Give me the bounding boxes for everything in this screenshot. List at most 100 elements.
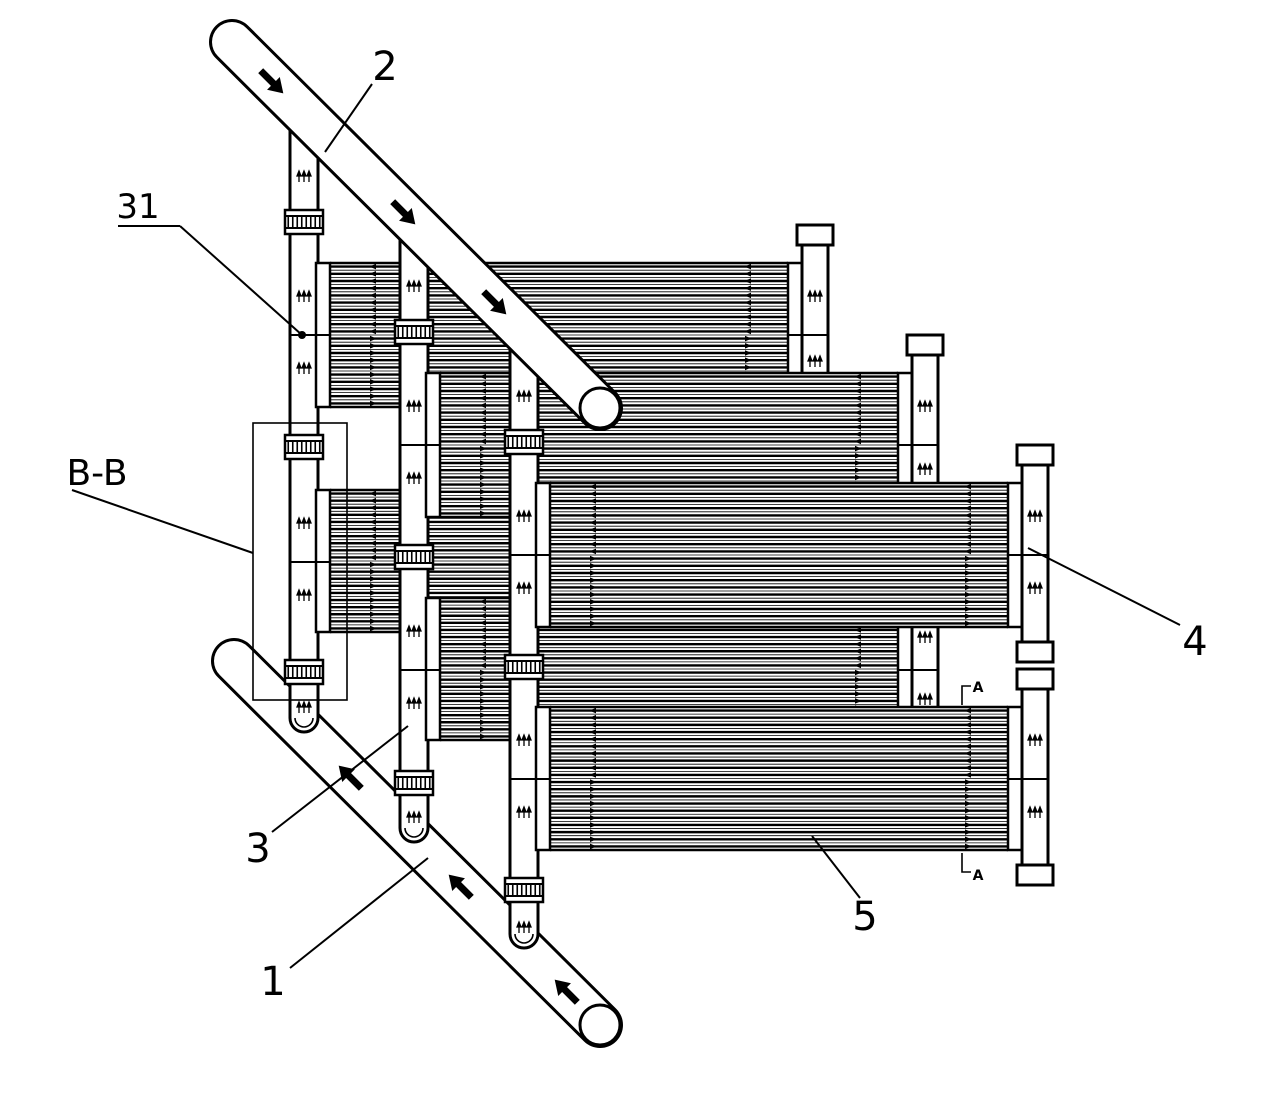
triple-up-arrow-icon bbox=[406, 696, 422, 709]
coupling-ribs bbox=[287, 441, 321, 453]
leader-line-2 bbox=[324, 83, 373, 153]
inlet-pipe-end-opening bbox=[578, 1003, 622, 1047]
heat-exchange-tube-walls bbox=[550, 489, 1008, 621]
column-body bbox=[508, 340, 540, 950]
label-1: 1 bbox=[260, 959, 285, 1005]
coupling-body bbox=[393, 769, 435, 797]
leader-line-5 bbox=[811, 835, 861, 899]
section-mark-bottom-label: A bbox=[973, 868, 984, 884]
leader-line-1 bbox=[289, 857, 429, 969]
heat-exchange-tube-walls bbox=[550, 713, 1008, 844]
section-mark-top-bracket bbox=[961, 685, 971, 705]
triple-up-arrow-icon bbox=[917, 399, 933, 412]
coupling-ribs bbox=[397, 777, 431, 789]
triple-up-arrow-icon bbox=[1027, 733, 1043, 746]
coupling-body bbox=[503, 428, 545, 456]
header-end-cap bbox=[1015, 667, 1055, 691]
outer-header-tube bbox=[1020, 463, 1050, 644]
section-mark-top-label: A bbox=[973, 680, 984, 696]
coupling-body bbox=[283, 433, 325, 461]
triple-up-arrow-icon bbox=[296, 588, 312, 601]
outlet-pipe-end-opening bbox=[578, 386, 622, 430]
triple-up-arrow-icon bbox=[1027, 509, 1043, 522]
pipe-coupling bbox=[283, 433, 325, 461]
header-end-cap bbox=[795, 223, 835, 247]
leader-line-31 bbox=[179, 225, 303, 336]
heat-exchange-tubes bbox=[550, 709, 1008, 848]
pipe-coupling bbox=[393, 543, 435, 571]
pipe-coupling bbox=[393, 318, 435, 346]
coupling-ribs bbox=[507, 661, 541, 673]
header-column-2 bbox=[393, 230, 435, 844]
column-end-cap bbox=[514, 933, 534, 944]
triple-up-arrow-icon bbox=[516, 805, 532, 818]
flow-direction-arrow-icon bbox=[448, 874, 474, 900]
section-b-b-frame bbox=[252, 422, 348, 701]
triple-up-arrow-icon bbox=[516, 920, 532, 933]
outlet-pipe-bore bbox=[212, 22, 620, 428]
pipe-coupling bbox=[393, 769, 435, 797]
plate-module-5 bbox=[510, 443, 1055, 664]
label-4: 4 bbox=[1182, 619, 1207, 665]
triple-up-arrow-icon bbox=[516, 389, 532, 402]
heat-exchange-tubes bbox=[550, 485, 1008, 625]
triple-up-arrow-icon bbox=[807, 354, 823, 367]
triple-up-arrow-icon bbox=[296, 361, 312, 374]
triple-up-arrow-icon bbox=[917, 462, 933, 475]
coupling-ribs bbox=[507, 884, 541, 896]
pipe-coupling bbox=[283, 658, 325, 686]
module-edge bbox=[550, 705, 1008, 852]
label-b-b: B-B bbox=[66, 453, 127, 494]
pipe-coupling bbox=[503, 653, 545, 681]
flow-direction-arrow-icon bbox=[338, 765, 364, 791]
exchanger-assembly bbox=[209, 19, 1055, 1048]
triple-up-arrow-icon bbox=[516, 509, 532, 522]
flow-direction-arrow-icon bbox=[258, 68, 284, 94]
plate-module-6 bbox=[510, 667, 1055, 887]
coupling-body bbox=[393, 543, 435, 571]
column-body bbox=[288, 120, 320, 734]
triple-up-arrow-icon bbox=[296, 516, 312, 529]
label-31: 31 bbox=[116, 187, 159, 227]
pipe-coupling bbox=[283, 208, 325, 236]
header-end-cap bbox=[1015, 863, 1055, 887]
header-end-cap bbox=[905, 333, 945, 357]
triple-up-arrow-icon bbox=[406, 399, 422, 412]
junction-dot bbox=[298, 331, 306, 339]
column-end-cap bbox=[404, 827, 424, 838]
flow-direction-arrow-icon bbox=[481, 289, 507, 315]
pipe-coupling bbox=[503, 428, 545, 456]
triple-up-arrow-icon bbox=[406, 279, 422, 292]
triple-up-arrow-icon bbox=[1027, 805, 1043, 818]
header-column-1 bbox=[283, 120, 325, 734]
triple-up-arrow-icon bbox=[406, 810, 422, 823]
module-edge bbox=[550, 481, 1008, 629]
triple-up-arrow-icon bbox=[807, 289, 823, 302]
label-3: 3 bbox=[245, 826, 270, 872]
triple-up-arrow-icon bbox=[516, 733, 532, 746]
flow-direction-arrow-icon bbox=[390, 199, 416, 225]
coupling-body bbox=[503, 876, 545, 904]
leader-line-4 bbox=[1027, 547, 1181, 626]
triple-up-arrow-icon bbox=[296, 289, 312, 302]
coupling-body bbox=[393, 318, 435, 346]
label-5: 5 bbox=[852, 894, 877, 940]
flow-direction-arrow-icon bbox=[554, 979, 580, 1005]
header-end-cap bbox=[1015, 640, 1055, 664]
coupling-ribs bbox=[507, 436, 541, 448]
coupling-ribs bbox=[397, 326, 431, 338]
triple-up-arrow-icon bbox=[1027, 581, 1043, 594]
triple-up-arrow-icon bbox=[917, 630, 933, 643]
leader-line-b-b bbox=[71, 489, 254, 554]
column-end-cap bbox=[294, 717, 314, 728]
column-body bbox=[398, 230, 430, 844]
header-column-3 bbox=[503, 340, 545, 950]
coupling-body bbox=[503, 653, 545, 681]
header-end-cap bbox=[1015, 443, 1055, 467]
outlet-pipe bbox=[209, 19, 623, 431]
coupling-body bbox=[283, 208, 325, 236]
label-2: 2 bbox=[372, 44, 397, 90]
coupling-body bbox=[283, 658, 325, 686]
triple-up-arrow-icon bbox=[406, 471, 422, 484]
